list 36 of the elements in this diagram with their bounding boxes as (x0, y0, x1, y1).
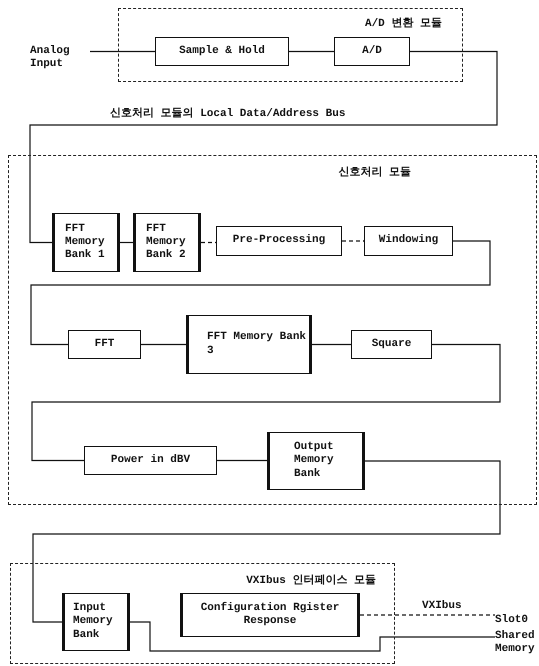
module-boundary (10, 563, 395, 664)
process-box: A/D (334, 37, 410, 66)
connector-line (29, 50, 498, 244)
connector-line (120, 242, 133, 244)
connector-line (312, 344, 351, 346)
memory-bank-box: FFT Memory Bank 1 (52, 213, 120, 272)
connector-line (30, 240, 491, 346)
connector-line (130, 621, 495, 652)
connector-line (31, 344, 501, 462)
terminal-label: Slot0 (495, 614, 539, 628)
connector-line (32, 460, 501, 623)
edge-label: 신호처리 모듈의 Local Data/Address Bus (108, 105, 348, 120)
terminal-label: Shared Memory (495, 630, 539, 660)
process-box: FFT (68, 330, 141, 359)
memory-bank-box: Configuration Rgister Response (180, 593, 360, 637)
process-box: Square (351, 330, 432, 359)
module-title: A/D 변환 모듈 (364, 16, 442, 30)
connector-line (360, 614, 495, 616)
module-boundary (118, 8, 463, 82)
process-box: Windowing (364, 226, 453, 256)
memory-bank-box: FFT Memory Bank 2 (133, 213, 201, 272)
memory-bank-box: Input Memory Bank (62, 593, 130, 651)
memory-bank-box: Output Memory Bank (267, 432, 365, 490)
memory-bank-box: FFT Memory Bank 3 (186, 315, 312, 374)
connector-line (217, 460, 267, 462)
process-box: Pre-Processing (216, 226, 342, 256)
connector-line (289, 50, 334, 52)
module-title: VXIbus 인터페이스 모듈 (246, 574, 376, 587)
process-box: Power in dBV (84, 446, 217, 475)
module-boundary (8, 155, 537, 505)
process-box: Sample & Hold (155, 37, 289, 66)
connector-line (141, 344, 186, 346)
connector-line (201, 242, 216, 244)
connector-line (90, 50, 155, 52)
module-title: 신호처리 모듈 (338, 166, 411, 179)
terminal-label: Analog Input (30, 45, 90, 75)
